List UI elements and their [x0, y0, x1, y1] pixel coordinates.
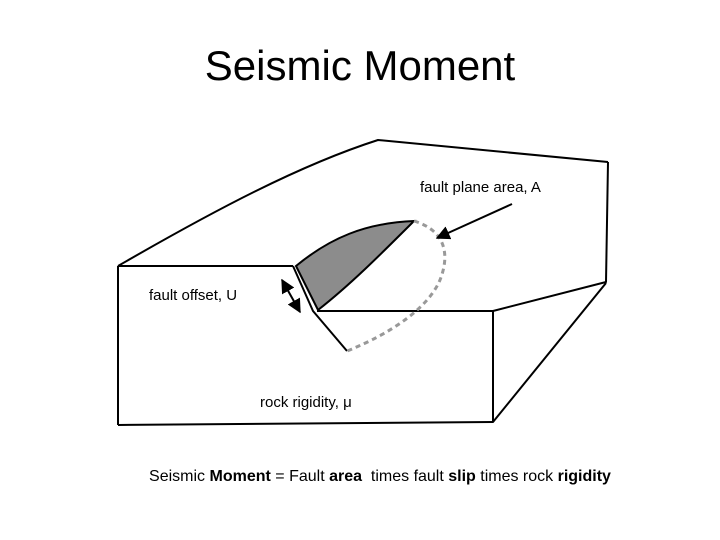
fault-plane-area: [294, 219, 417, 312]
block-top-back-edge: [117, 139, 609, 267]
fault-plane-area-arrow: [435, 203, 513, 240]
caption-area: area: [329, 468, 362, 485]
block-front-right-edge: [492, 282, 607, 423]
fault-plane-area-label: fault plane area, A: [420, 179, 541, 196]
caption-part-3: times fault: [362, 468, 449, 485]
fault-offset-label: fault offset, U: [149, 287, 237, 304]
caption: Seismic Moment = Fault area times fault …: [0, 468, 720, 486]
rock-rigidity-label: rock rigidity, μ: [260, 394, 352, 411]
caption-slip: slip: [448, 468, 476, 485]
page-title: Seismic Moment: [204, 42, 516, 89]
caption-part-4: times rock: [475, 468, 558, 485]
caption-part-1: Seismic: [149, 468, 210, 485]
caption-rigidity: rigidity: [557, 468, 611, 485]
block-bottom-edge: [117, 421, 494, 426]
block-right-edge: [492, 161, 609, 312]
caption-part-2: = Fault: [270, 468, 330, 485]
caption-moment: Moment: [209, 468, 271, 485]
fault-offset-arrow: [281, 278, 301, 314]
